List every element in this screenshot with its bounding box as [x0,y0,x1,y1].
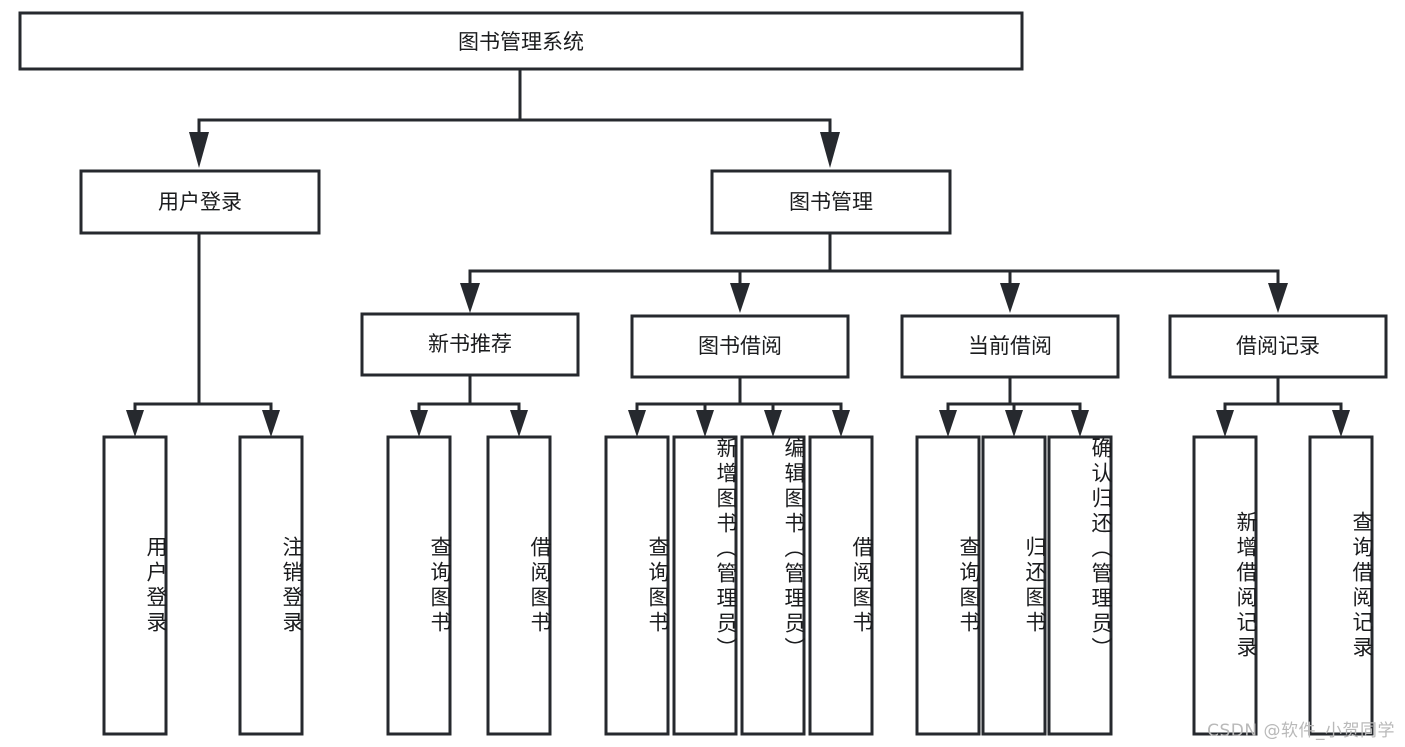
arrow-to-leaf-query-book-2 [628,410,646,437]
node-user-login-box[interactable] [79,169,321,235]
node-current-borrow-box[interactable] [900,314,1120,379]
arrow-to-leaf-user-login [126,410,144,437]
node-new-book-recommend-label: 新书推荐 [428,332,512,356]
node-borrow-record[interactable]: 借阅记录 [1168,314,1388,379]
arrow-to-leaf-add-book [696,410,714,437]
node-user-login-label: 用户登录 [158,190,242,214]
arrow-to-leaf-return-book [1005,410,1023,437]
arrow-to-book-borrow [730,283,750,313]
node-leaf-borrow-book-1-box[interactable] [486,435,552,736]
node-leaf-add-record-box[interactable] [1192,435,1258,736]
node-leaf-user-login-box[interactable] [102,435,168,736]
node-new-book-recommend-box[interactable] [360,312,580,377]
node-leaf-add-book-box[interactable] [672,435,738,736]
node-root-label: 图书管理系统 [458,30,584,54]
node-leaf-query-record[interactable] [1308,435,1374,736]
edge-group-book-manage-to-level3 [460,231,1288,313]
node-leaf-return-book[interactable] [981,435,1047,736]
node-borrow-record-box[interactable] [1168,314,1388,379]
node-leaf-borrow-book-2-box[interactable] [808,435,874,736]
node-leaf-user-login[interactable] [102,435,168,736]
node-leaf-query-book-3-box[interactable] [915,435,981,736]
node-book-borrow[interactable]: 图书借阅 [630,314,850,379]
edge-group-new-book-recommend-leaves [410,373,528,437]
arrow-to-leaf-query-book-3 [939,410,957,437]
node-leaf-query-book-3[interactable] [915,435,981,736]
arrow-to-leaf-borrow-book-2 [832,410,850,437]
node-leaf-query-book-2-box[interactable] [604,435,670,736]
arrow-to-leaf-query-book-1 [410,410,428,437]
node-borrow-record-label: 借阅记录 [1236,334,1320,358]
edge-group-user-login-leaves [126,231,280,437]
edge-group-current-borrow-leaves [939,375,1089,437]
node-leaf-edit-book[interactable] [740,435,806,736]
arrow-to-book-manage [820,132,840,168]
node-leaf-query-book-2[interactable] [604,435,670,736]
node-leaf-return-book-box[interactable] [981,435,1047,736]
node-root[interactable]: 图书管理系统 [18,11,1024,71]
csdn-watermark: CSDN @软件_小贺同学 [1207,721,1395,741]
node-current-borrow[interactable]: 当前借阅 [900,314,1120,379]
edge-group-root-to-level2 [189,67,840,168]
node-current-borrow-label: 当前借阅 [968,334,1052,358]
node-book-manage[interactable]: 图书管理 [710,169,952,235]
arrow-to-leaf-edit-book [764,410,782,437]
node-leaf-logout-box[interactable] [238,435,304,736]
node-book-borrow-box[interactable] [630,314,850,379]
node-leaf-add-book[interactable] [672,435,738,736]
node-leaf-borrow-book-1[interactable] [486,435,552,736]
node-book-borrow-label: 图书借阅 [698,334,782,358]
arrow-to-leaf-logout [262,410,280,437]
arrow-to-leaf-query-record [1332,410,1350,437]
node-leaf-borrow-book-2[interactable] [808,435,874,736]
arrow-to-leaf-confirm-return [1071,410,1089,437]
node-new-book-recommend[interactable]: 新书推荐 [360,312,580,377]
node-leaf-confirm-return-box[interactable] [1047,435,1113,736]
node-leaf-query-book-1-box[interactable] [386,435,452,736]
node-leaf-query-book-1[interactable] [386,435,452,736]
node-leaf-query-record-box[interactable] [1308,435,1374,736]
arrow-to-borrow-record [1268,283,1288,313]
arrow-to-leaf-add-record [1216,410,1234,437]
edge-group-book-borrow-leaves [628,375,850,437]
node-root-box[interactable] [18,11,1024,71]
node-book-manage-label: 图书管理 [789,190,873,214]
arrow-to-user-login [189,132,209,168]
node-leaf-edit-book-box[interactable] [740,435,806,736]
arrow-to-current-borrow [1000,283,1020,313]
node-leaf-logout[interactable] [238,435,304,736]
node-user-login[interactable]: 用户登录 [79,169,321,235]
edge-group-borrow-record-leaves [1216,375,1350,437]
node-leaf-confirm-return[interactable] [1047,435,1113,736]
node-leaf-add-record[interactable] [1192,435,1258,736]
node-book-manage-box[interactable] [710,169,952,235]
arrow-to-new-book-recommend [460,283,480,313]
arrow-to-leaf-borrow-book-1 [510,410,528,437]
